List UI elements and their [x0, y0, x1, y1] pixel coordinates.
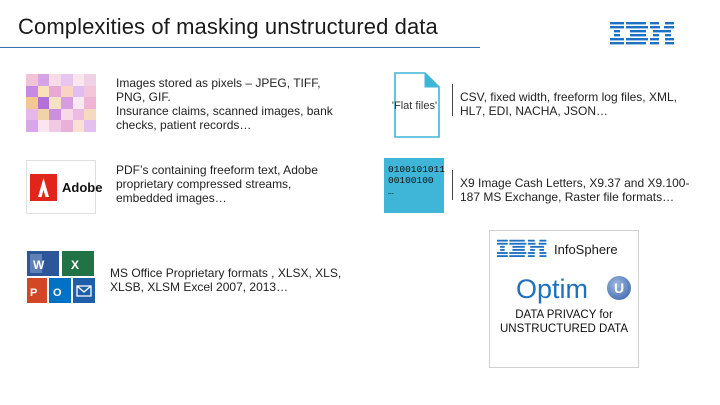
pixel-mosaic-icon [26, 74, 96, 132]
adobe-icon: Adobe [26, 160, 102, 214]
binary-data-block: 0100101011 00100100 … [384, 158, 446, 213]
product-description: DATA PRIVACY for UNSTRUCTURED DATA [500, 309, 628, 335]
flat-files-label: 'Flat files' [391, 100, 438, 112]
optim-u-badge-icon: U [607, 276, 631, 300]
title-divider [0, 47, 480, 48]
binary-line: 0100101011 [388, 164, 446, 175]
optim-wordmark: Optim [516, 274, 589, 304]
office-icon: W X P O [26, 250, 96, 304]
row-office-text: MS Office Proprietary formats , XLSX, XL… [110, 266, 342, 294]
ibm-logo [610, 22, 674, 45]
infosphere-label: InfoSphere [554, 242, 618, 257]
flat-files-bracket [452, 84, 453, 116]
row-pdf-text: PDF’s containing freeform text, Adobe pr… [116, 163, 318, 205]
binary-line: 00100100 [388, 175, 434, 186]
svg-text:O: O [53, 287, 62, 299]
page-title: Complexities of masking unstructured dat… [18, 14, 438, 39]
adobe-mark-icon [30, 174, 57, 201]
binary-bracket [452, 170, 453, 200]
ibm-small-logo [497, 239, 547, 258]
svg-text:P: P [30, 287, 37, 299]
row-images-text: Images stored as pixels – JPEG, TIFF, PN… [116, 76, 333, 132]
document-icon [394, 72, 440, 138]
binary-text: X9 Image Cash Letters, X9.37 and X9.100-… [460, 176, 690, 204]
svg-text:W: W [33, 258, 45, 272]
adobe-wordmark: Adobe [62, 180, 103, 195]
binary-line: … [388, 186, 394, 197]
svg-text:X: X [71, 258, 79, 272]
flat-files-text: CSV, fixed width, freeform log files, XM… [460, 90, 677, 118]
